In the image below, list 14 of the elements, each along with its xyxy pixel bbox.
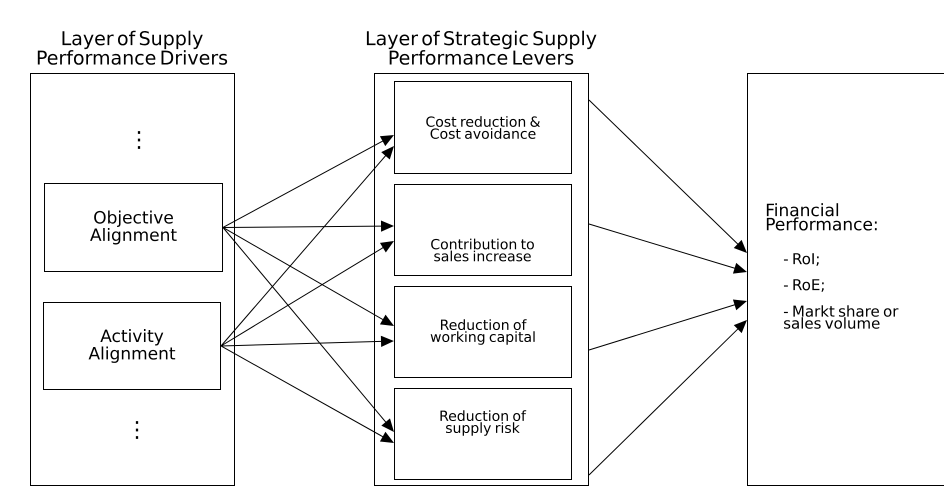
node-label: Layer of Strategic Supply Performance Levers xyxy=(366,30,596,65)
lever-box: Cost reduction & Cost avoidance xyxy=(394,81,572,174)
arrow xyxy=(588,320,747,476)
lever-box: Reduction of supply risk xyxy=(394,388,572,480)
lever-box: Contribution to sales increase xyxy=(394,184,572,276)
driver-box: Objective Alignment xyxy=(44,183,223,272)
driver-box: Activity Alignment xyxy=(43,302,221,390)
arrow xyxy=(588,100,747,253)
node-label: Layer of Supply Performance Drivers xyxy=(38,30,228,65)
arrow xyxy=(220,146,394,346)
ellipsis-mark: ⋮ xyxy=(136,421,138,439)
ellipsis-mark: ⋮ xyxy=(138,131,140,149)
lever-box: Reduction of working capital xyxy=(394,286,572,378)
result-panel: Financial Performance: - RoI; - RoE; - Markt share or sales volume xyxy=(747,73,944,486)
